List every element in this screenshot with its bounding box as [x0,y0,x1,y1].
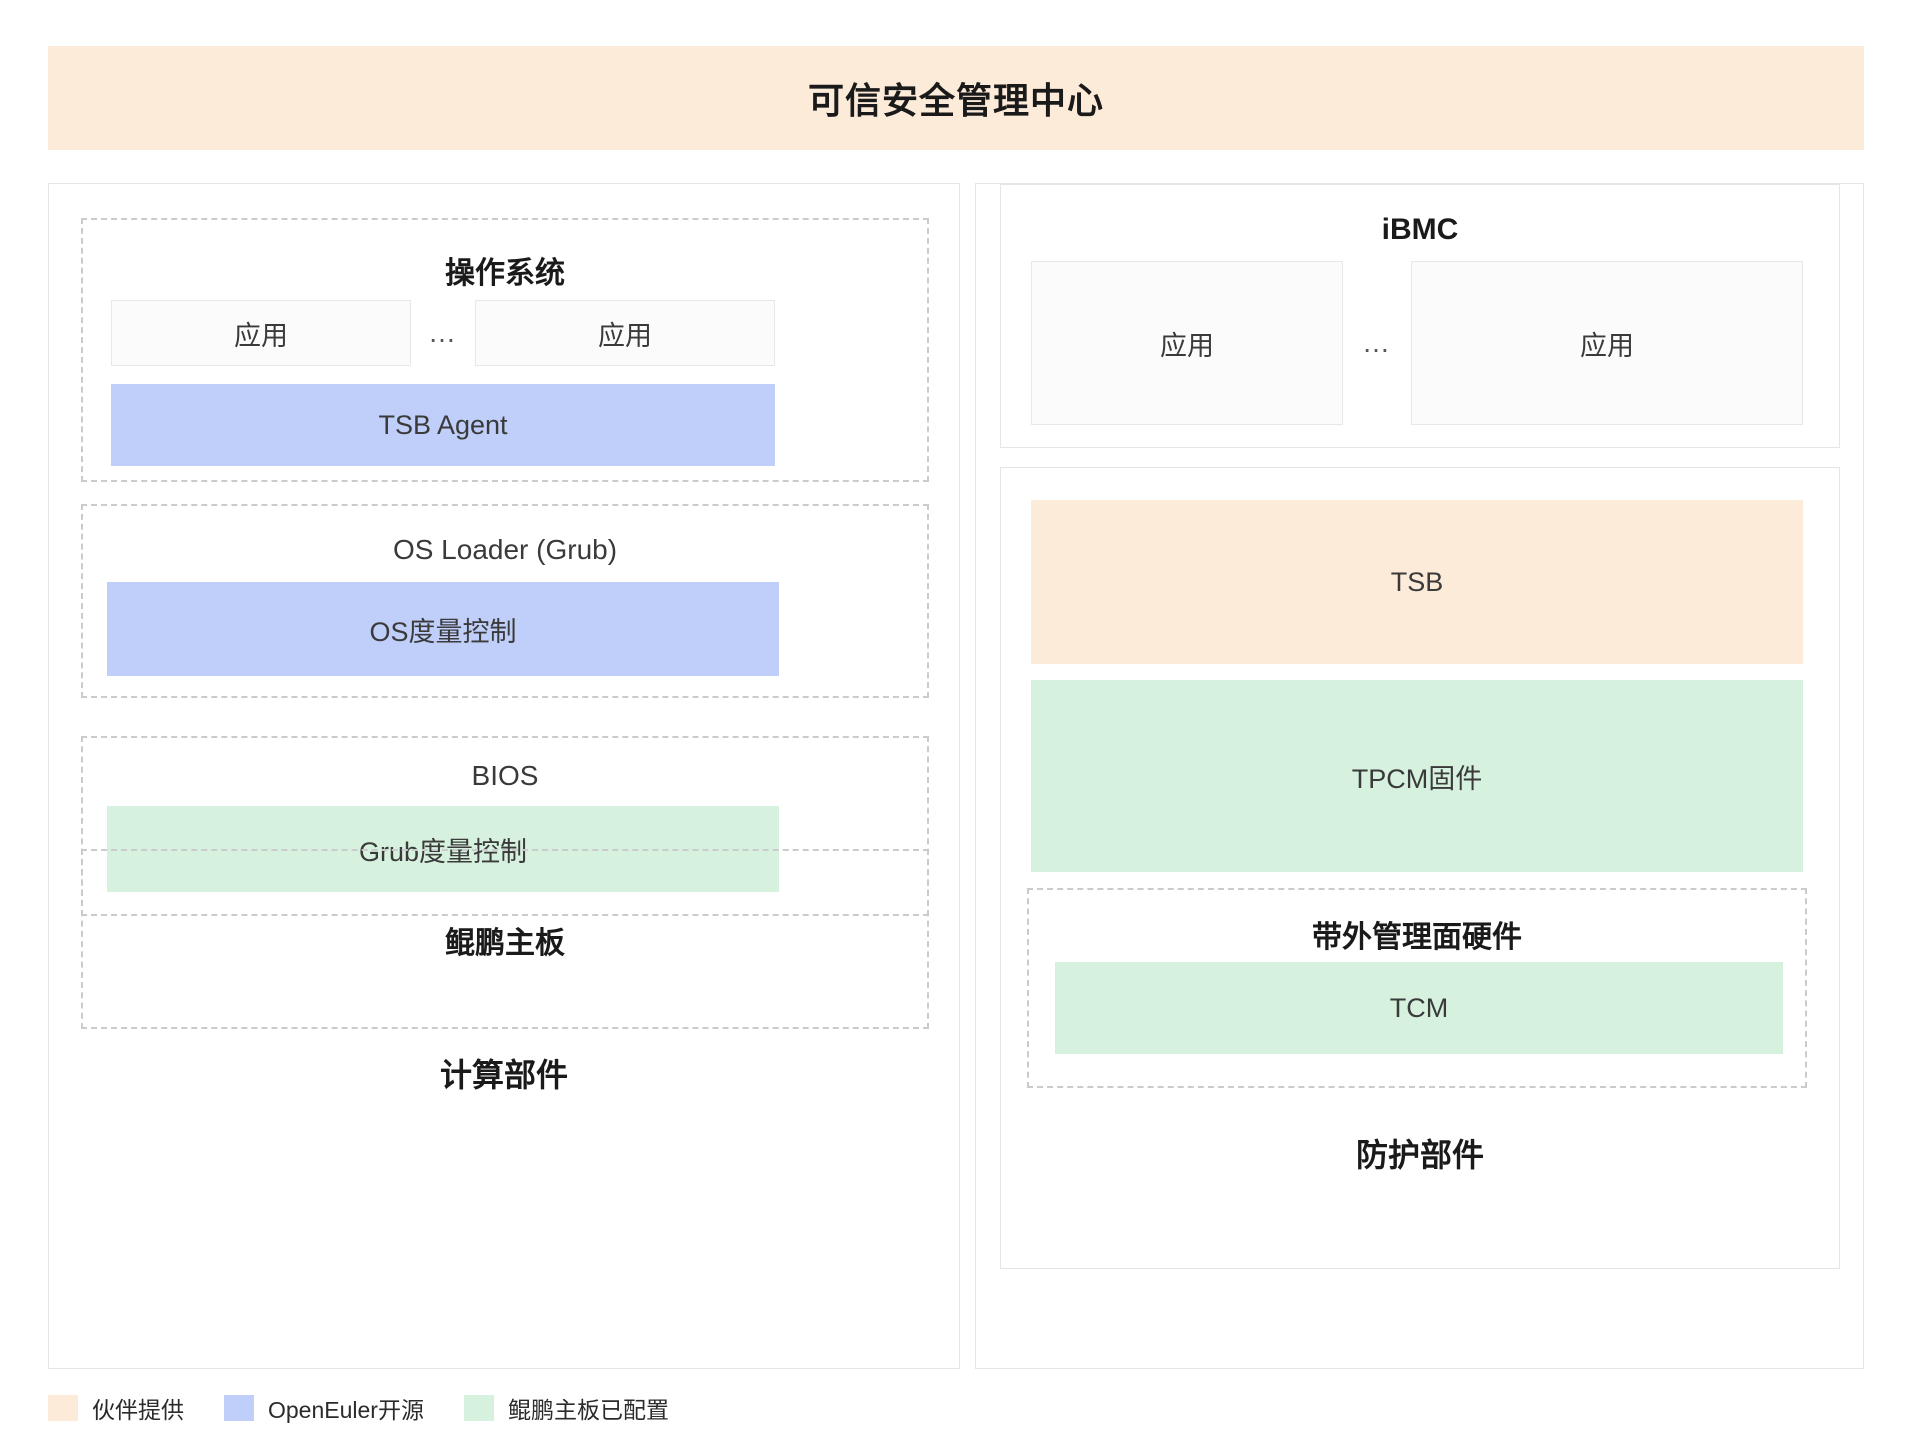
tpcm-firmware-bar: TPCM固件 [1031,680,1803,872]
grub-measurement-control-label: Grub度量控制 [358,836,528,867]
legend-swatch-kunpeng-icon [463,1395,494,1421]
bios-title: BIOS [471,760,539,791]
legend-label-partner: 伙伴提供 [92,1397,184,1423]
legend-item-partner: 伙伴提供 [48,1391,184,1425]
tsb-bar: TSB [1031,500,1803,664]
os-app-label-1: 应用 [234,320,288,351]
tcm-label: TCM [1389,992,1449,1023]
ibmc-group: iBMC 应用 … 应用 [1000,184,1840,448]
out-of-band-management-hardware-title: 带外管理面硬件 [1312,921,1522,954]
os-loader-group: OS Loader (Grub) OS度量控制 [81,504,929,698]
compute-component-caption: 计算部件 [439,1057,568,1093]
tsb-agent-bar: TSB Agent [111,384,775,466]
os-apps-ellipsis: … [428,317,458,348]
ibmc-app-label-1: 应用 [1160,330,1214,361]
trusted-security-management-center-header: 可信安全管理中心 [48,46,1864,150]
legend-item-openeuler: OpenEuler开源 [224,1391,424,1425]
os-app-label-2: 应用 [598,320,652,351]
compute-component-panel: 操作系统 应用 … 应用 TSB Agent OS Loader (Grub) … [48,183,960,1369]
ibmc-apps-ellipsis: … [1362,327,1392,358]
os-app-box-2: 应用 [475,300,775,366]
legend-item-kunpeng: 鲲鹏主板已配置 [463,1391,669,1425]
kunpeng-motherboard-group: 鲲鹏主板 [81,849,929,1029]
legend: 伙伴提供 OpenEuler开源 鲲鹏主板已配置 [48,1388,709,1428]
ibmc-app-box-2: 应用 [1411,261,1803,425]
ibmc-app-box-1: 应用 [1031,261,1343,425]
protection-stack-group: TSB TPCM固件 带外管理面硬件 TCM 防护部件 [1000,467,1840,1269]
protection-component-caption: 防护部件 [1355,1137,1484,1173]
legend-label-kunpeng: 鲲鹏主板已配置 [507,1397,669,1423]
legend-label-openeuler: OpenEuler开源 [268,1397,424,1423]
tsb-agent-label: TSB Agent [378,409,508,440]
legend-swatch-openeuler-icon [224,1395,254,1421]
os-app-box-1: 应用 [111,300,411,366]
kunpeng-motherboard-title: 鲲鹏主板 [445,927,565,960]
out-of-band-management-hardware-group: 带外管理面硬件 TCM [1027,888,1807,1088]
os-loader-title: OS Loader (Grub) [392,534,618,565]
ibmc-title: iBMC [1381,213,1459,246]
os-measurement-control-bar: OS度量控制 [107,582,779,676]
protection-component-panel: iBMC 应用 … 应用 TSB TPCM固件 带外管理面硬件 TCM [975,183,1864,1369]
tpcm-firmware-label: TPCM固件 [1351,763,1483,794]
tcm-bar: TCM [1055,962,1783,1054]
legend-swatch-partner-icon [48,1395,78,1421]
tsb-label: TSB [1390,566,1444,597]
page-title: 可信安全管理中心 [807,80,1104,121]
operating-system-title: 操作系统 [445,257,565,290]
operating-system-group: 操作系统 应用 … 应用 TSB Agent [81,218,929,482]
ibmc-app-label-2: 应用 [1580,330,1634,361]
os-measurement-control-label: OS度量控制 [369,616,517,647]
